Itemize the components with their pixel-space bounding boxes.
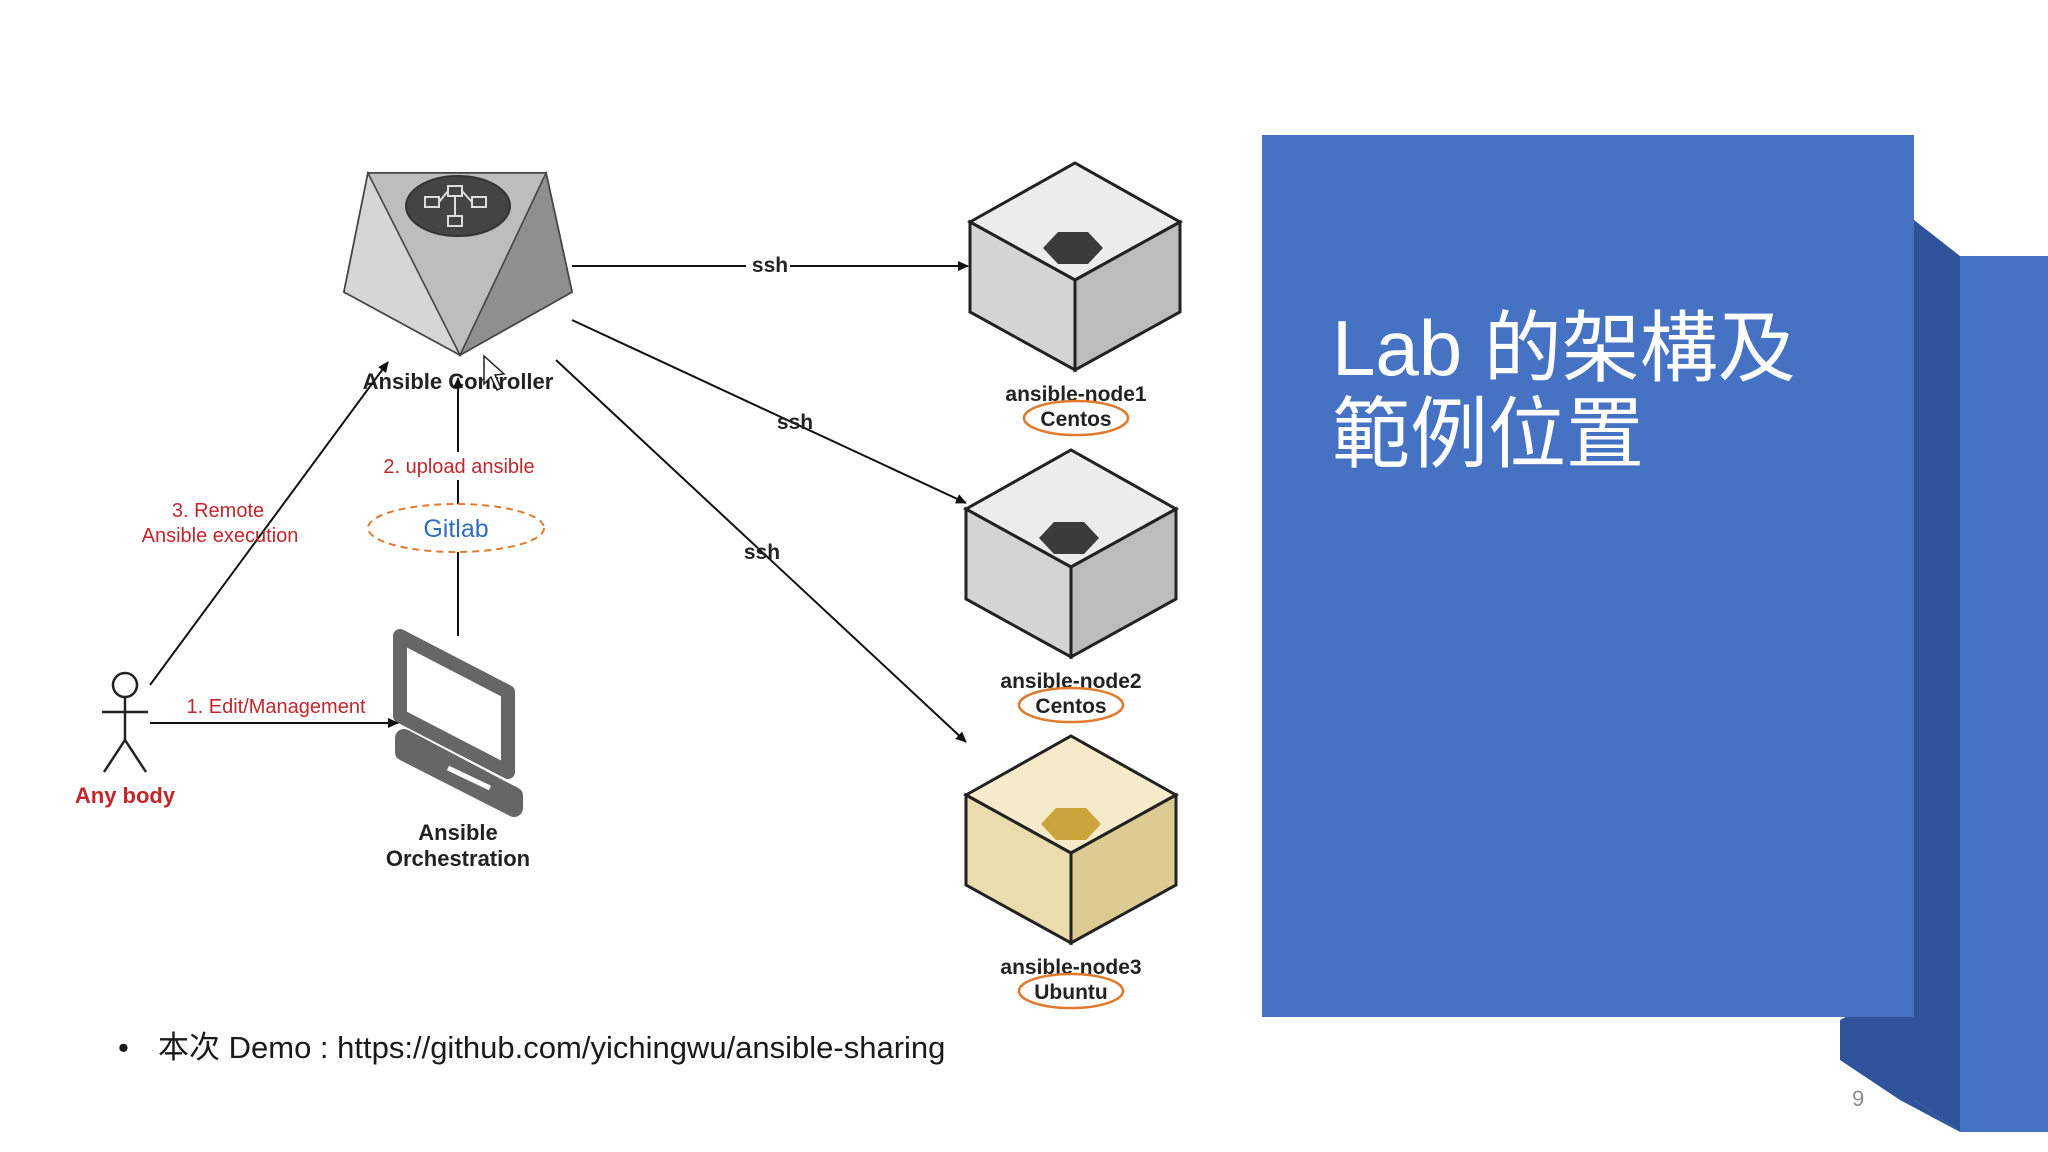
node1-os-circle — [1022, 399, 1130, 437]
mouse-cursor-icon — [483, 354, 506, 392]
gitlab-label: Gitlab — [423, 515, 488, 543]
node2-cube-icon — [962, 448, 1180, 660]
workstation-label-line1: Ansible — [418, 820, 497, 845]
ansible-controller-icon — [342, 170, 574, 357]
workstation-label-line2: Orchestration — [386, 846, 530, 871]
step3-label-line1: 3. Remote — [172, 500, 264, 522]
architecture-diagram: Ansible Controller ansible-node1 Centos … — [75, 161, 1184, 1010]
node3-os: Ubuntu — [1034, 981, 1107, 1004]
remote-execution-arrow — [149, 361, 389, 686]
any-body-actor-icon — [102, 671, 148, 773]
node2-os-circle — [1017, 686, 1125, 724]
ssh-arrow-node2 — [571, 319, 967, 504]
demo-link-text[interactable]: 本次 Demo : https://github.com/yichingwu/a… — [158, 1030, 946, 1065]
node3-cube-icon — [962, 734, 1180, 946]
title-panel: Lab 的架構及 範例位置 — [1262, 135, 1914, 1017]
node1-name: ansible-node1 — [1005, 383, 1147, 406]
ssh-label-3: ssh — [744, 541, 780, 564]
node3-os-circle — [1017, 972, 1125, 1010]
node1-os: Centos — [1040, 408, 1111, 431]
page-number: 9 — [1852, 1086, 1865, 1111]
decorative-fold-shape — [1840, 220, 2048, 1132]
step1-label: 1. Edit/Management — [187, 696, 366, 718]
node1-cube-icon — [966, 161, 1184, 373]
demo-bullet: • 本次 Demo : https://github.com/yichingwu/… — [118, 1022, 945, 1067]
ssh-arrow-node3 — [555, 359, 967, 743]
node2-os: Centos — [1035, 695, 1106, 718]
actor-label: Any body — [75, 783, 176, 808]
step2-label: 2. upload ansible — [383, 456, 534, 478]
gitlab-circle — [367, 503, 545, 553]
slide-title: Lab 的架構及 範例位置 — [1332, 304, 1796, 478]
workstation-icon — [393, 629, 523, 817]
bullet-marker: • — [118, 1030, 129, 1065]
node2-name: ansible-node2 — [1000, 670, 1141, 693]
ssh-label-1: ssh — [752, 254, 788, 277]
node3-name: ansible-node3 — [1000, 956, 1141, 979]
step3-label-line2: Ansible execution — [142, 525, 299, 547]
ssh-label-2: ssh — [777, 411, 813, 434]
